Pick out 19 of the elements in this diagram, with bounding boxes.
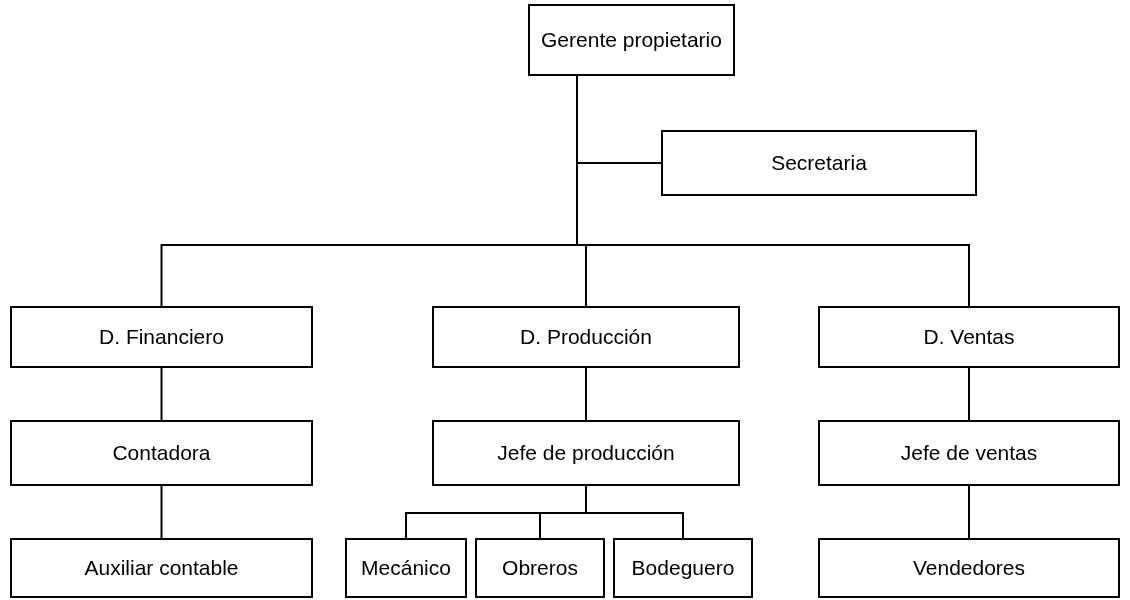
org-box: Auxiliar contable bbox=[10, 538, 313, 598]
org-box: D. Financiero bbox=[10, 306, 313, 368]
org-box: Gerente propietario bbox=[528, 4, 735, 76]
connector-line bbox=[585, 485, 684, 539]
org-box: Secretaria bbox=[661, 130, 977, 196]
org-box: Bodeguero bbox=[613, 538, 753, 598]
org-box: Obreros bbox=[475, 538, 605, 598]
org-box: Vendedores bbox=[818, 538, 1120, 598]
org-box: D. Ventas bbox=[818, 306, 1120, 368]
org-box: Jefe de ventas bbox=[818, 420, 1120, 486]
connector-line bbox=[160, 485, 163, 539]
connector-line bbox=[585, 367, 587, 421]
org-box: Jefe de producción bbox=[432, 420, 740, 486]
org-box: Mecánico bbox=[345, 538, 467, 598]
connector-line bbox=[160, 367, 163, 421]
org-box: Contadora bbox=[10, 420, 313, 486]
connector-line bbox=[968, 367, 970, 421]
connector-line bbox=[968, 485, 970, 539]
org-box: D. Producción bbox=[432, 306, 740, 368]
